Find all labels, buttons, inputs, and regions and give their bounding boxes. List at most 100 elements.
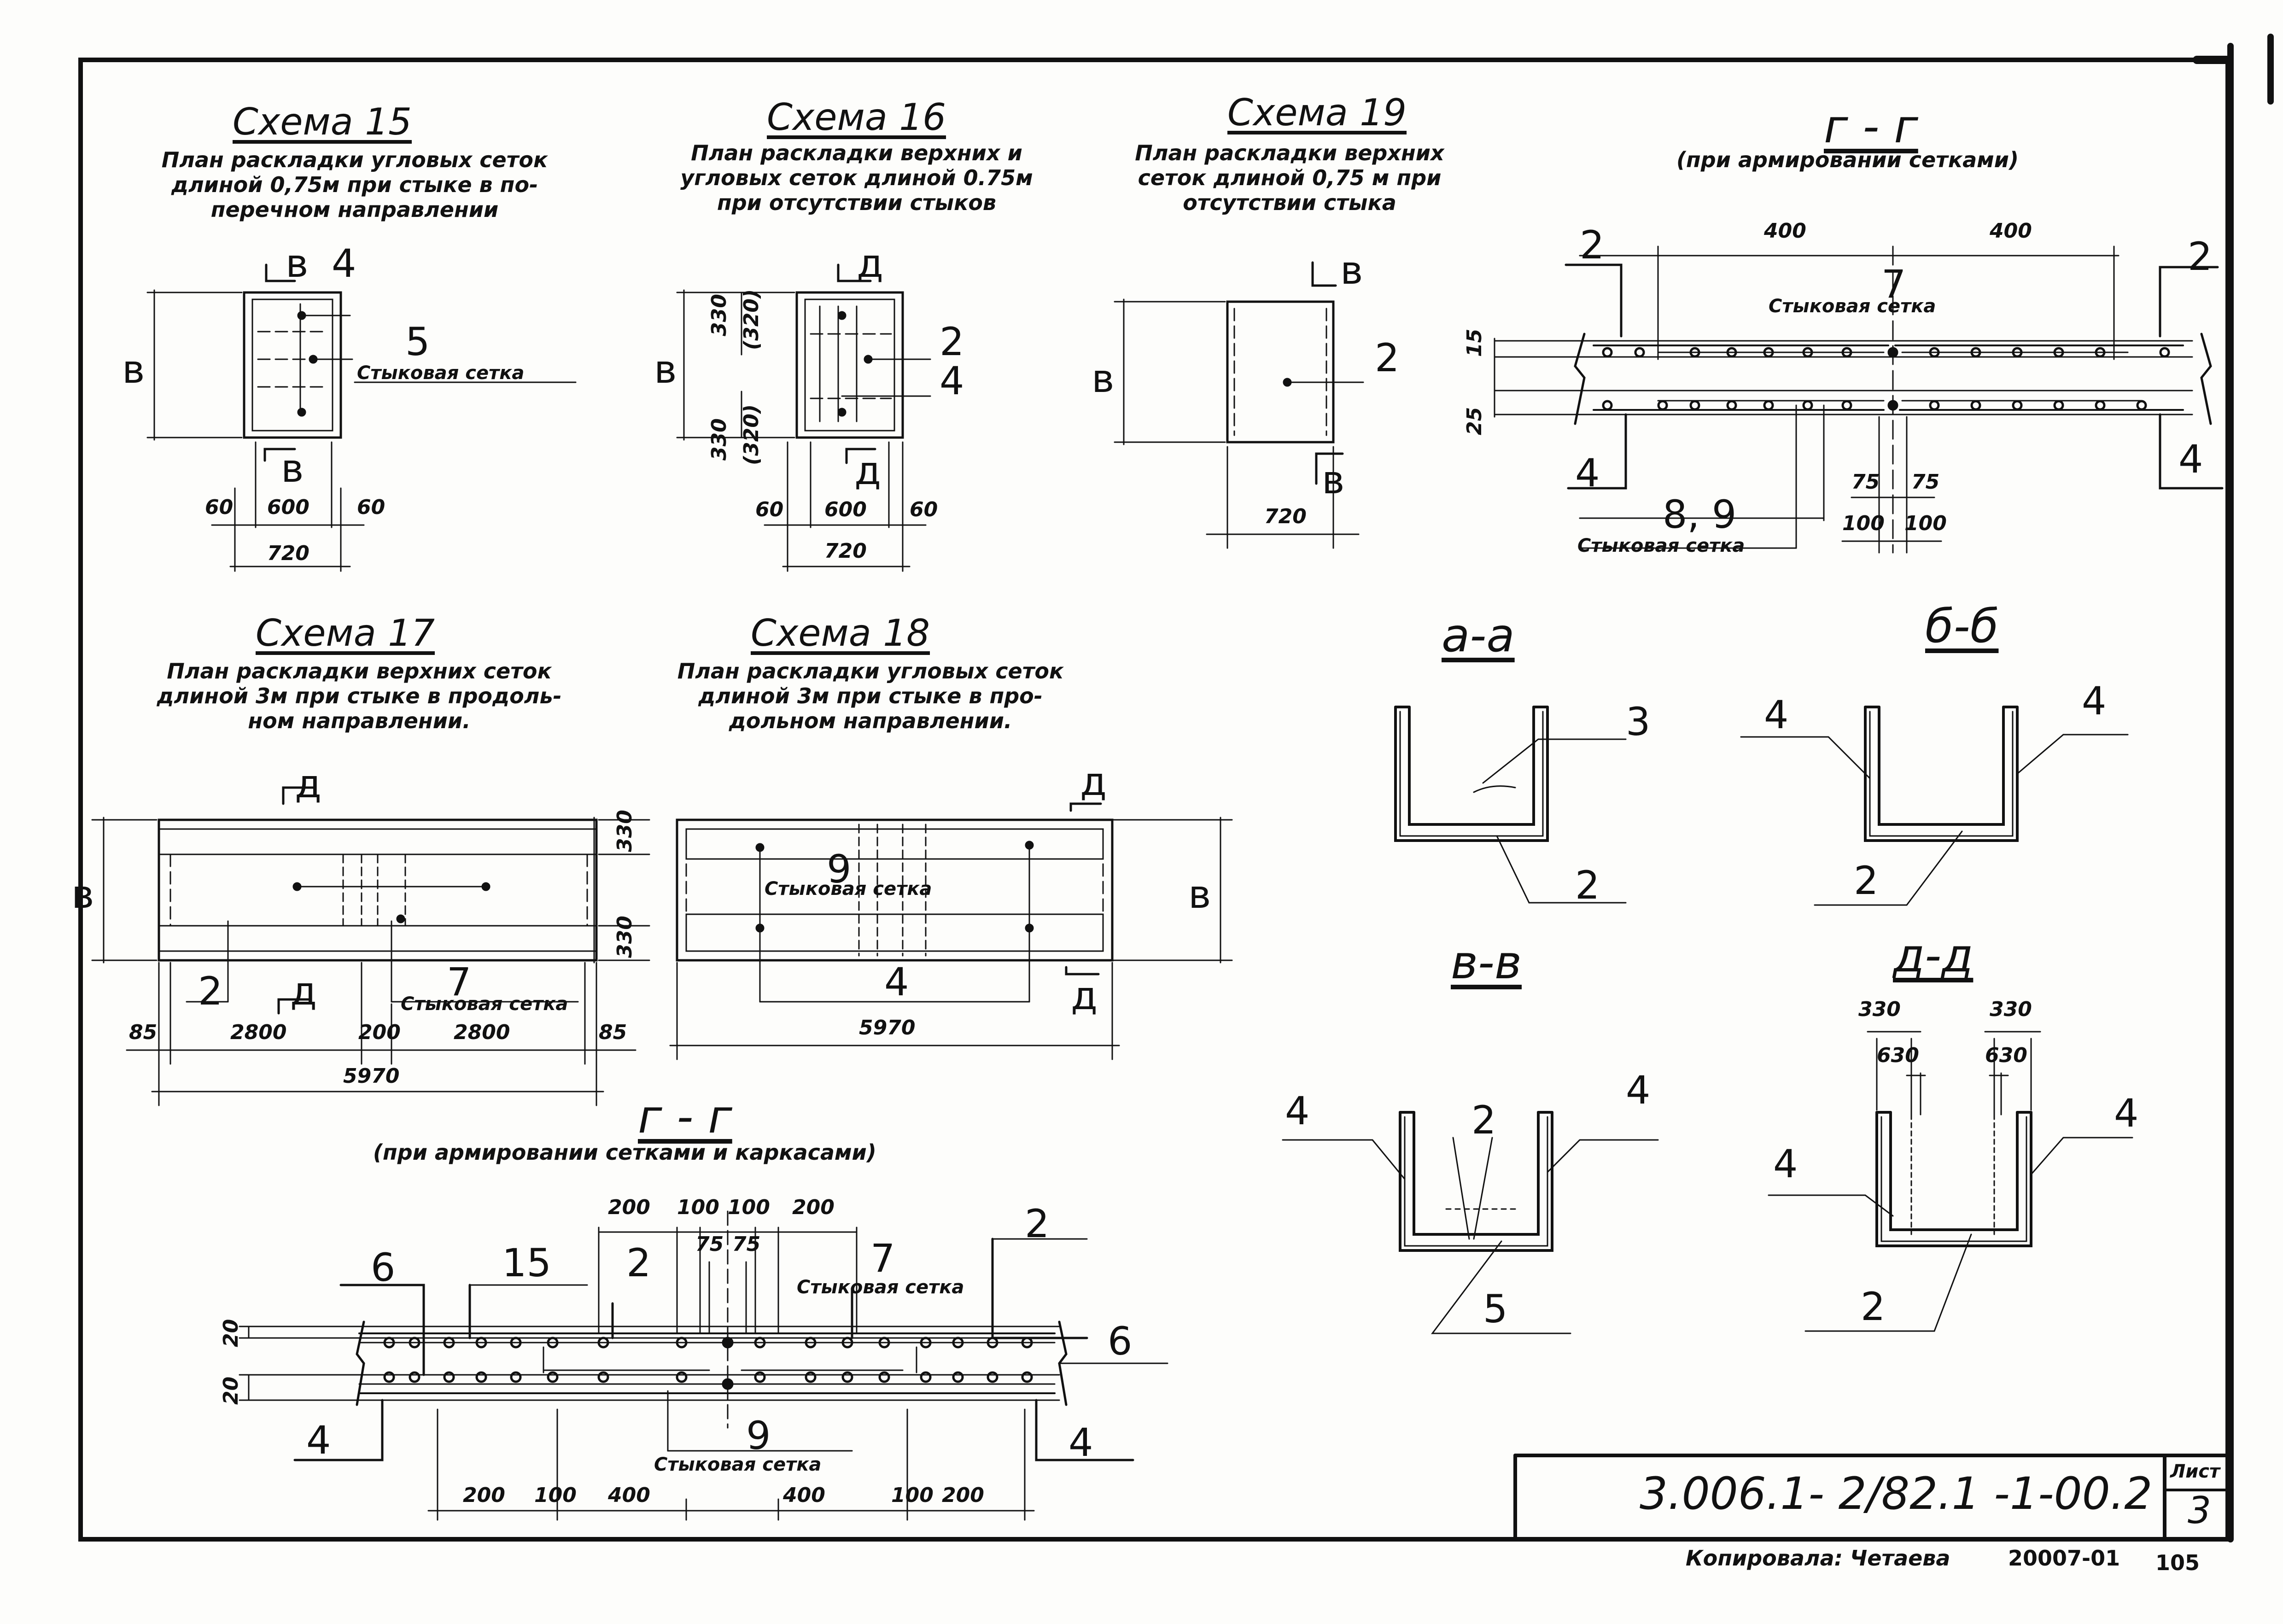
scheme-15-dim-b: в xyxy=(122,347,145,392)
scheme-16-section-mark-bottom: д xyxy=(854,448,882,493)
gg-meshes-joint-mesh-bottom: Стыковая сетка xyxy=(1577,535,1745,556)
gg-frames-ref-7: 7 xyxy=(870,1236,895,1281)
section-bb-title: б-б xyxy=(1925,599,1999,653)
section-vv-ref-4-right: 4 xyxy=(1626,1068,1651,1113)
scheme-17-dim-85-right: 85 xyxy=(599,1021,627,1044)
scheme-16-ref-2: 2 xyxy=(940,319,964,364)
gg-meshes-ref-7: 7 xyxy=(1881,262,1906,307)
gg-frames-dim-100-left-bottom: 100 xyxy=(534,1484,577,1507)
gg-frames-dim-400-left-bottom: 400 xyxy=(608,1484,650,1507)
section-dd-ref-2: 2 xyxy=(1861,1284,1886,1329)
gg-frames-ref-2-left: 2 xyxy=(626,1240,651,1285)
scheme-18-dim-5970: 5970 xyxy=(859,1016,916,1040)
scheme-15-ref-5: 5 xyxy=(405,319,430,364)
scheme-19-caption: План раскладки верхних сеток длиной 0,75… xyxy=(1135,140,1444,215)
scheme-18-section-mark-top: д xyxy=(1080,759,1107,804)
scheme-15-dim-600: 600 xyxy=(267,496,309,519)
scheme-17-dim-2800-left: 2800 xyxy=(230,1021,287,1044)
gg-meshes-joint-mesh-top: Стыковая сетка xyxy=(1769,296,1936,317)
gg-meshes-ref-2-left: 2 xyxy=(1580,222,1605,268)
gg-meshes-dim-100-left: 100 xyxy=(1842,512,1885,535)
section-bb-ref-2: 2 xyxy=(1854,858,1879,903)
scheme-16-dim-60-left: 60 xyxy=(755,498,784,521)
scheme-17-dim-200: 200 xyxy=(358,1021,401,1044)
section-dd-dim-330-left: 330 xyxy=(1858,998,1901,1021)
gg-frames-dim-100-right-top: 100 xyxy=(728,1196,770,1219)
scheme-18-ref-9: 9 xyxy=(827,847,852,892)
scheme-17-dim-b: в xyxy=(71,872,94,917)
gg-frames-ref-9: 9 xyxy=(746,1413,771,1458)
scheme-17-section-mark-top: д xyxy=(295,761,322,806)
gg-meshes-subtitle: (при армировании сетками) xyxy=(1676,147,2019,172)
scheme-18-dim-b: в xyxy=(1188,872,1211,917)
gg-frames-dim-75-left: 75 xyxy=(695,1233,724,1256)
scheme-15-dim-720: 720 xyxy=(267,542,309,565)
title-block-lines xyxy=(1513,1454,2230,1541)
gg-frames-ref-4-left: 4 xyxy=(306,1418,331,1463)
scheme-16-dim-60-right: 60 xyxy=(910,498,938,521)
scheme-15-section-mark-top: в xyxy=(286,241,309,286)
gg-frames-ref-15: 15 xyxy=(502,1240,551,1285)
gg-frames-ref-6-right: 6 xyxy=(1108,1319,1133,1364)
scheme-17-joint-mesh: Стыковая сетка xyxy=(401,993,568,1015)
scheme-19-plan xyxy=(1114,261,1364,549)
section-dd-dim-630-right: 630 xyxy=(1985,1044,2027,1067)
scheme-15-title: Схема 15 xyxy=(233,100,412,143)
section-vv xyxy=(1282,1111,1659,1334)
scheme-15-dim-60-right: 60 xyxy=(357,496,385,519)
gg-meshes-dim-400-right: 400 xyxy=(1990,219,2032,243)
scheme-17-ref-7: 7 xyxy=(447,959,472,1005)
sheet-number: 3 xyxy=(2188,1489,2211,1532)
gg-frames-ref-6: 6 xyxy=(371,1245,396,1290)
gg-frames-joint-mesh-bottom: Стыковая сетка xyxy=(654,1454,822,1475)
gg-meshes-dim-15: 15 xyxy=(1463,328,1486,357)
section-dd xyxy=(1768,1031,2133,1332)
section-aa xyxy=(1394,706,1627,904)
gg-meshes-detail xyxy=(1494,245,2224,554)
scheme-16-ref-4: 4 xyxy=(940,358,964,403)
scheme-16-dim-320-bottom: (320) xyxy=(740,404,763,465)
scheme-15-caption: План раскладки угловых сеток длиной 0,75… xyxy=(161,147,548,222)
gg-frames-dim-75-right: 75 xyxy=(732,1233,761,1256)
order-number: 20007-01 xyxy=(2008,1546,2120,1571)
scheme-16-section-mark-top: д xyxy=(857,241,884,286)
scheme-17-dim-85-left: 85 xyxy=(129,1021,158,1044)
scheme-16-dim-320-top: (320) xyxy=(740,289,763,350)
scheme-19-section-mark-top: в xyxy=(1340,248,1363,293)
scheme-17-dim-5970: 5970 xyxy=(343,1064,400,1088)
copied-by: Копировала: Четаева xyxy=(1686,1546,1950,1571)
scheme-19-title: Схема 19 xyxy=(1227,91,1407,134)
section-dd-dim-330-right: 330 xyxy=(1990,998,2032,1021)
gg-meshes-ref-2-right: 2 xyxy=(2188,234,2213,279)
gg-frames-dim-200-right-bottom: 200 xyxy=(942,1484,984,1507)
section-vv-title: в-в xyxy=(1451,935,1522,989)
section-bb xyxy=(1740,706,2129,906)
scheme-16-dim-330-bottom: 330 xyxy=(707,418,731,461)
drawing-code: 3.006.1- 2/82.1 -1-00.2 xyxy=(1640,1468,2153,1519)
scheme-19-ref-2: 2 xyxy=(1375,335,1400,380)
section-aa-ref-3: 3 xyxy=(1626,699,1651,744)
gg-frames-subtitle: (при армировании сетками и каркасами) xyxy=(373,1140,876,1165)
gg-frames-ref-2-right: 2 xyxy=(1025,1201,1050,1246)
section-vv-ref-2: 2 xyxy=(1471,1098,1496,1143)
gg-frames-dim-100-left-top: 100 xyxy=(677,1196,719,1219)
scheme-15-ref-4: 4 xyxy=(332,241,356,286)
page-number: 105 xyxy=(2155,1550,2200,1575)
gg-meshes-dim-75-left: 75 xyxy=(1851,470,1880,494)
gg-frames-dim-200-left-top: 200 xyxy=(608,1196,650,1219)
gg-frames-dim-400-right-bottom: 400 xyxy=(783,1484,825,1507)
section-vv-ref-5: 5 xyxy=(1483,1286,1508,1332)
gg-frames-dim-100-right-bottom: 100 xyxy=(891,1484,934,1507)
scheme-17-dim-2800-right: 2800 xyxy=(454,1021,510,1044)
scheme-18-ref-4: 4 xyxy=(884,959,909,1005)
gg-frames-dim-20-top: 20 xyxy=(219,1319,243,1347)
scheme-15-joint-mesh: Стыковая сетка xyxy=(357,362,525,384)
scheme-17-title: Схема 17 xyxy=(256,612,435,654)
scheme-15-dim-60-left: 60 xyxy=(205,496,234,519)
scheme-17-section-mark-mid: д xyxy=(290,969,317,1014)
scheme-18-title: Схема 18 xyxy=(751,612,930,654)
scheme-16-dim-720: 720 xyxy=(824,539,867,563)
gg-frames-ref-4-right: 4 xyxy=(1069,1420,1093,1465)
scheme-16-dim-600: 600 xyxy=(824,498,867,521)
